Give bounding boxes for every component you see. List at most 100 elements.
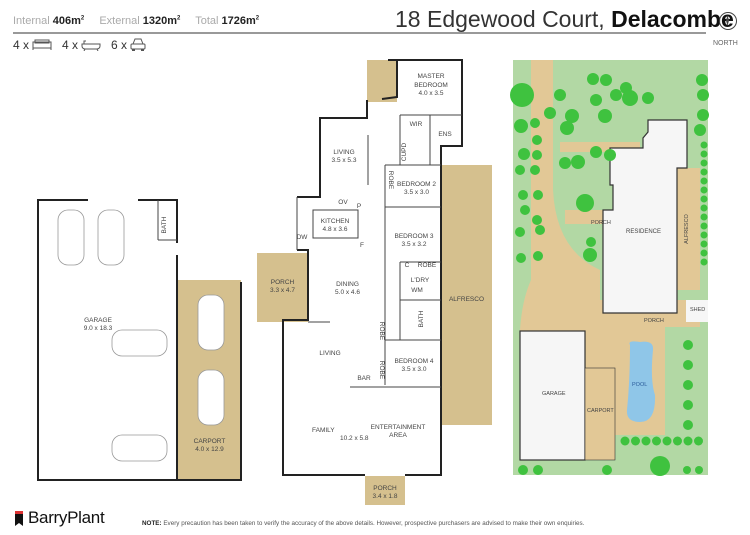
room-dims: 3.5 x 3.0	[404, 189, 429, 196]
room-dims: 3.4 x 1.8	[372, 493, 398, 500]
tree-icon	[532, 150, 542, 160]
tree-icon	[622, 90, 638, 106]
property-address: 18 Edgewood Court, Delacombe	[395, 6, 734, 33]
shed	[686, 300, 708, 322]
room-entertainment: ENTERTAINMENT AREA	[368, 422, 428, 442]
hedge-icon	[700, 204, 708, 212]
address-suburb: Delacombe	[611, 6, 734, 32]
bedroom-count: 4 x	[13, 38, 52, 52]
porch-side-area	[257, 253, 308, 322]
bedroom-count-text: 4 x	[13, 38, 30, 52]
room-name: DW	[296, 233, 308, 241]
site-garage	[519, 330, 586, 461]
site-label-alfresco: ALFRESCO	[683, 214, 690, 244]
hedge-icon	[700, 213, 708, 221]
title-underline	[375, 32, 706, 34]
bathroom-count-text: 4 x	[62, 38, 79, 52]
tree-icon	[683, 340, 693, 350]
tree-icon	[590, 94, 602, 106]
hedge-icon	[700, 258, 708, 266]
tree-icon	[510, 83, 534, 107]
alfresco-area	[441, 165, 492, 425]
room-name: ENTERTAINMENT AREA	[370, 423, 426, 439]
pantry-label: P	[355, 203, 363, 211]
tree-icon	[518, 148, 530, 160]
header-divider	[13, 32, 375, 34]
tree-icon	[554, 89, 566, 101]
room-dims: 9.0 x 18.3	[83, 325, 113, 332]
car-count: 6 x	[111, 38, 146, 52]
note-text: Every precaution has been taken to verif…	[163, 520, 585, 527]
unit-sup: 2	[177, 15, 181, 22]
car-icon	[97, 209, 125, 266]
room-dims: 3.5 x 5.3	[331, 157, 357, 164]
unit-sup: 2	[255, 15, 260, 22]
address-street: 18 Edgewood Court,	[395, 6, 605, 32]
room-name: F	[360, 241, 364, 249]
tree-icon	[642, 92, 654, 104]
room-name: PORCH	[270, 278, 295, 286]
room-laundry: L'DRY	[402, 276, 438, 286]
tree-icon	[535, 225, 545, 235]
room-ensuite: ENS	[430, 128, 460, 142]
room-dims: 3.5 x 3.2	[401, 241, 427, 248]
tree-icon	[694, 124, 706, 136]
room-name: BEDROOM 4	[394, 357, 434, 365]
hedge-icon	[700, 168, 708, 176]
washing-machine-label: WM	[410, 287, 424, 296]
tree-icon	[530, 165, 540, 175]
hedge-icon	[700, 150, 708, 158]
tree-icon	[697, 89, 709, 101]
north-compass-icon	[719, 12, 737, 30]
brand-name: BarryPlant	[28, 508, 105, 527]
unit-sup: 2	[80, 15, 85, 22]
car-count-text: 6 x	[111, 38, 128, 52]
hedge-icon	[700, 249, 708, 257]
tree-icon	[586, 237, 596, 247]
room-robe-3: ROBE	[414, 262, 440, 271]
tree-icon	[604, 149, 616, 161]
tree-icon	[515, 165, 525, 175]
room-name: OV	[338, 198, 348, 206]
total-label: Total	[195, 15, 219, 27]
hedge-icon	[700, 231, 708, 239]
tree-icon	[598, 109, 612, 123]
hedge-icon	[700, 222, 708, 230]
car-icon	[111, 434, 168, 462]
site-label-porch: PORCH	[591, 220, 611, 226]
car-icon	[57, 209, 85, 266]
tree-icon	[683, 360, 693, 370]
tree-icon	[571, 155, 585, 169]
room-name: LIVING	[333, 148, 355, 156]
tree-icon	[514, 119, 528, 133]
hedge-icon	[700, 177, 708, 185]
site-label-shed: SHED	[690, 307, 706, 313]
hedge-icon	[620, 436, 630, 446]
tree-icon	[560, 121, 574, 135]
tree-icon	[610, 89, 622, 101]
room-family: FAMILY 10.2 x 5.8	[300, 424, 380, 446]
tree-icon	[696, 74, 708, 86]
porch-path	[565, 210, 605, 224]
room-name: FAMILY	[312, 426, 335, 434]
car-icon	[197, 369, 225, 426]
room-name: ENS	[438, 130, 452, 138]
fridge-label: F	[358, 242, 366, 250]
hedge-icon	[700, 195, 708, 203]
total-value: 1726m	[221, 15, 256, 27]
room-name: BEDROOM 2	[396, 180, 436, 188]
room-dims: 4.8 x 3.6	[322, 226, 348, 233]
barry-plant-logo: BarryPlant	[15, 508, 105, 527]
room-dims: 10.2 x 5.8	[340, 435, 369, 442]
room-name: PORCH	[373, 484, 397, 492]
tree-icon	[518, 465, 528, 475]
room-name: C	[404, 262, 410, 270]
porch-front-area	[365, 476, 405, 505]
